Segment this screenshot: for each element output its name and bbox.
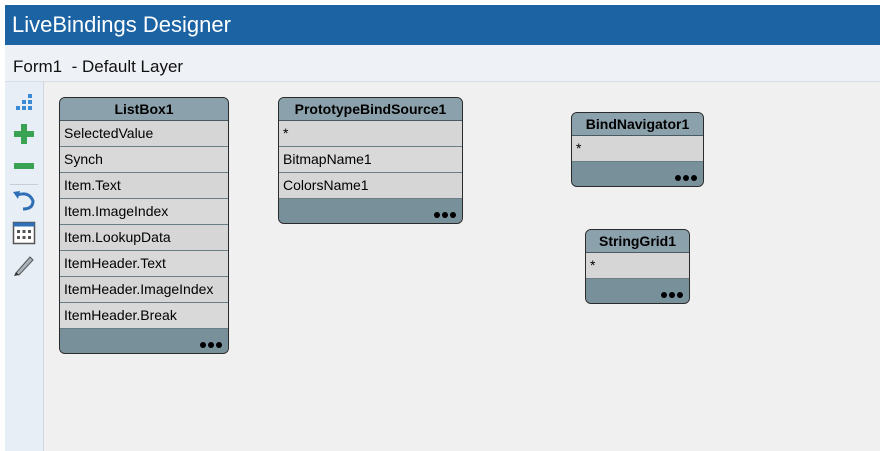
node-member[interactable]: Synch (60, 147, 228, 173)
node-footer (60, 329, 228, 353)
node-member[interactable]: Item.LookupData (60, 225, 228, 251)
layer-name[interactable]: - Default Layer (66, 57, 184, 76)
form-name[interactable]: Form1 (13, 57, 63, 76)
grid-icon[interactable] (9, 218, 39, 248)
window-frame-left (0, 0, 5, 451)
layer-bar: Form1 - Default Layer (5, 45, 880, 82)
toolbar-separator (10, 184, 38, 185)
node-member[interactable]: ItemHeader.ImageIndex (60, 277, 228, 303)
node-member[interactable]: Item.ImageIndex (60, 199, 228, 225)
node-member[interactable]: BitmapName1 (279, 147, 462, 173)
node-listbox1[interactable]: ListBox1 SelectedValue Synch Item.Text I… (59, 97, 229, 354)
undo-icon[interactable] (9, 186, 39, 216)
node-member[interactable]: * (586, 253, 689, 279)
node-stringgrid1[interactable]: StringGrid1 * (585, 229, 690, 304)
node-title[interactable]: ListBox1 (60, 98, 228, 121)
node-member[interactable]: * (279, 121, 462, 147)
designer-title: LiveBindings Designer (5, 5, 880, 45)
node-member[interactable]: Item.Text (60, 173, 228, 199)
node-prototypebindsource1[interactable]: PrototypeBindSource1 * BitmapName1 Color… (278, 97, 463, 224)
node-bindnavigator1[interactable]: BindNavigator1 * (571, 112, 704, 187)
add-icon[interactable] (9, 119, 39, 149)
design-canvas[interactable]: ListBox1 SelectedValue Synch Item.Text I… (44, 82, 880, 451)
window-frame-top (0, 0, 880, 5)
node-footer (586, 279, 689, 303)
node-footer (572, 162, 703, 186)
node-member[interactable]: ItemHeader.Text (60, 251, 228, 277)
pencil-icon[interactable] (9, 250, 39, 280)
node-title[interactable]: StringGrid1 (586, 230, 689, 253)
designer-toolbar (5, 82, 44, 451)
more-button[interactable] (675, 175, 697, 181)
more-button[interactable] (200, 342, 222, 348)
arrange-icon[interactable] (9, 88, 39, 118)
remove-icon[interactable] (9, 151, 39, 181)
node-member[interactable]: SelectedValue (60, 121, 228, 147)
node-member[interactable]: ItemHeader.Break (60, 303, 228, 329)
node-title[interactable]: PrototypeBindSource1 (279, 98, 462, 121)
more-button[interactable] (661, 292, 683, 298)
node-title[interactable]: BindNavigator1 (572, 113, 703, 136)
node-footer (279, 199, 462, 223)
node-member[interactable]: ColorsName1 (279, 173, 462, 199)
node-member[interactable]: * (572, 136, 703, 162)
more-button[interactable] (434, 212, 456, 218)
